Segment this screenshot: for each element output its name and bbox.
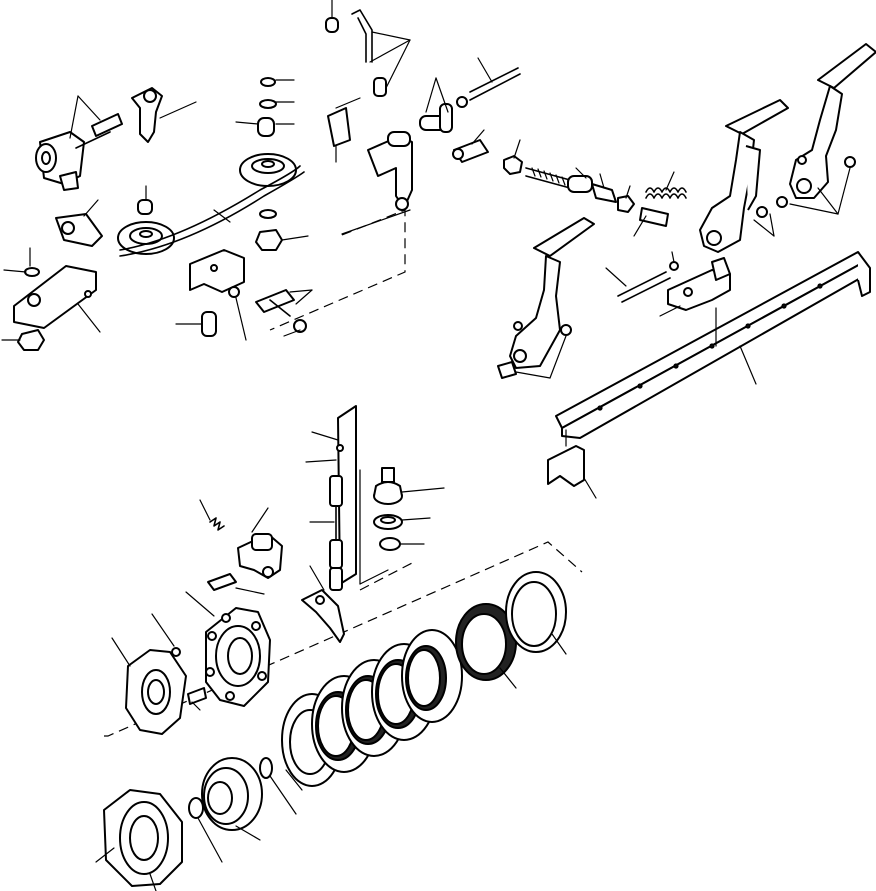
group-boundary-upper <box>269 209 406 331</box>
pivot-bracket-left <box>1 247 101 351</box>
drive-cable <box>119 165 305 257</box>
brake-disc-pack-assembly <box>95 405 583 891</box>
adjuster-nut <box>503 139 523 175</box>
actuator-ring <box>111 637 187 735</box>
snap-ring <box>379 537 425 551</box>
small-clevis-pair <box>255 289 313 337</box>
brake-pedal-center <box>699 99 789 253</box>
brake-pedal-left <box>497 217 595 379</box>
upper-pulley <box>235 77 297 187</box>
crank-lever <box>341 131 413 235</box>
pivot-plate <box>327 97 361 163</box>
ball-spring <box>187 687 207 711</box>
carrier-ring <box>95 789 183 891</box>
long-pin <box>456 57 521 108</box>
clevis <box>452 129 489 163</box>
seal-ring <box>373 514 431 530</box>
spring-coupler <box>633 207 669 237</box>
cross-shaft <box>605 251 679 303</box>
pedal-linkage-assembly <box>1 0 876 499</box>
mounting-bracket-small <box>175 249 247 341</box>
hub-snap-ring <box>188 797 223 863</box>
dowel-pin <box>207 573 265 595</box>
adjuster-clevis <box>591 173 617 203</box>
frame-bar-holes <box>597 283 823 411</box>
group-boundary-lower <box>104 541 583 737</box>
friction-disc-5 <box>401 629 463 723</box>
separator-plate <box>505 571 567 655</box>
friction-disc-pack <box>281 629 463 791</box>
disc-hub <box>201 757 263 841</box>
rubber-boot <box>373 467 445 505</box>
top-pin <box>325 0 339 33</box>
small-nut <box>617 185 635 213</box>
bearing-housing <box>35 95 111 191</box>
brake-lever <box>301 565 345 643</box>
pressure-plate-ring <box>455 603 517 689</box>
pulley-arm <box>131 87 197 143</box>
guide-plate <box>305 405 357 585</box>
idler-link <box>55 199 103 247</box>
lower-pulley-nut <box>255 209 309 251</box>
small-spring-pin <box>199 499 225 531</box>
frame-mount-bracket <box>547 429 597 499</box>
brake-pedal-right <box>776 43 876 215</box>
housing-bolt <box>151 613 181 657</box>
bent-rod <box>351 9 411 97</box>
bushing-pin <box>91 113 123 137</box>
linkage-pin <box>419 77 453 133</box>
retaining-ring <box>259 757 297 815</box>
frame-bar <box>555 251 871 439</box>
threaded-rod <box>525 167 593 193</box>
bell-crank <box>237 507 283 579</box>
pedal-support-bracket <box>659 257 731 317</box>
actuator-housing <box>185 591 271 707</box>
boot-guide-line-2 <box>359 569 389 585</box>
actuator-rod <box>309 475 343 591</box>
return-spring <box>645 171 687 199</box>
dash-link <box>359 561 415 591</box>
